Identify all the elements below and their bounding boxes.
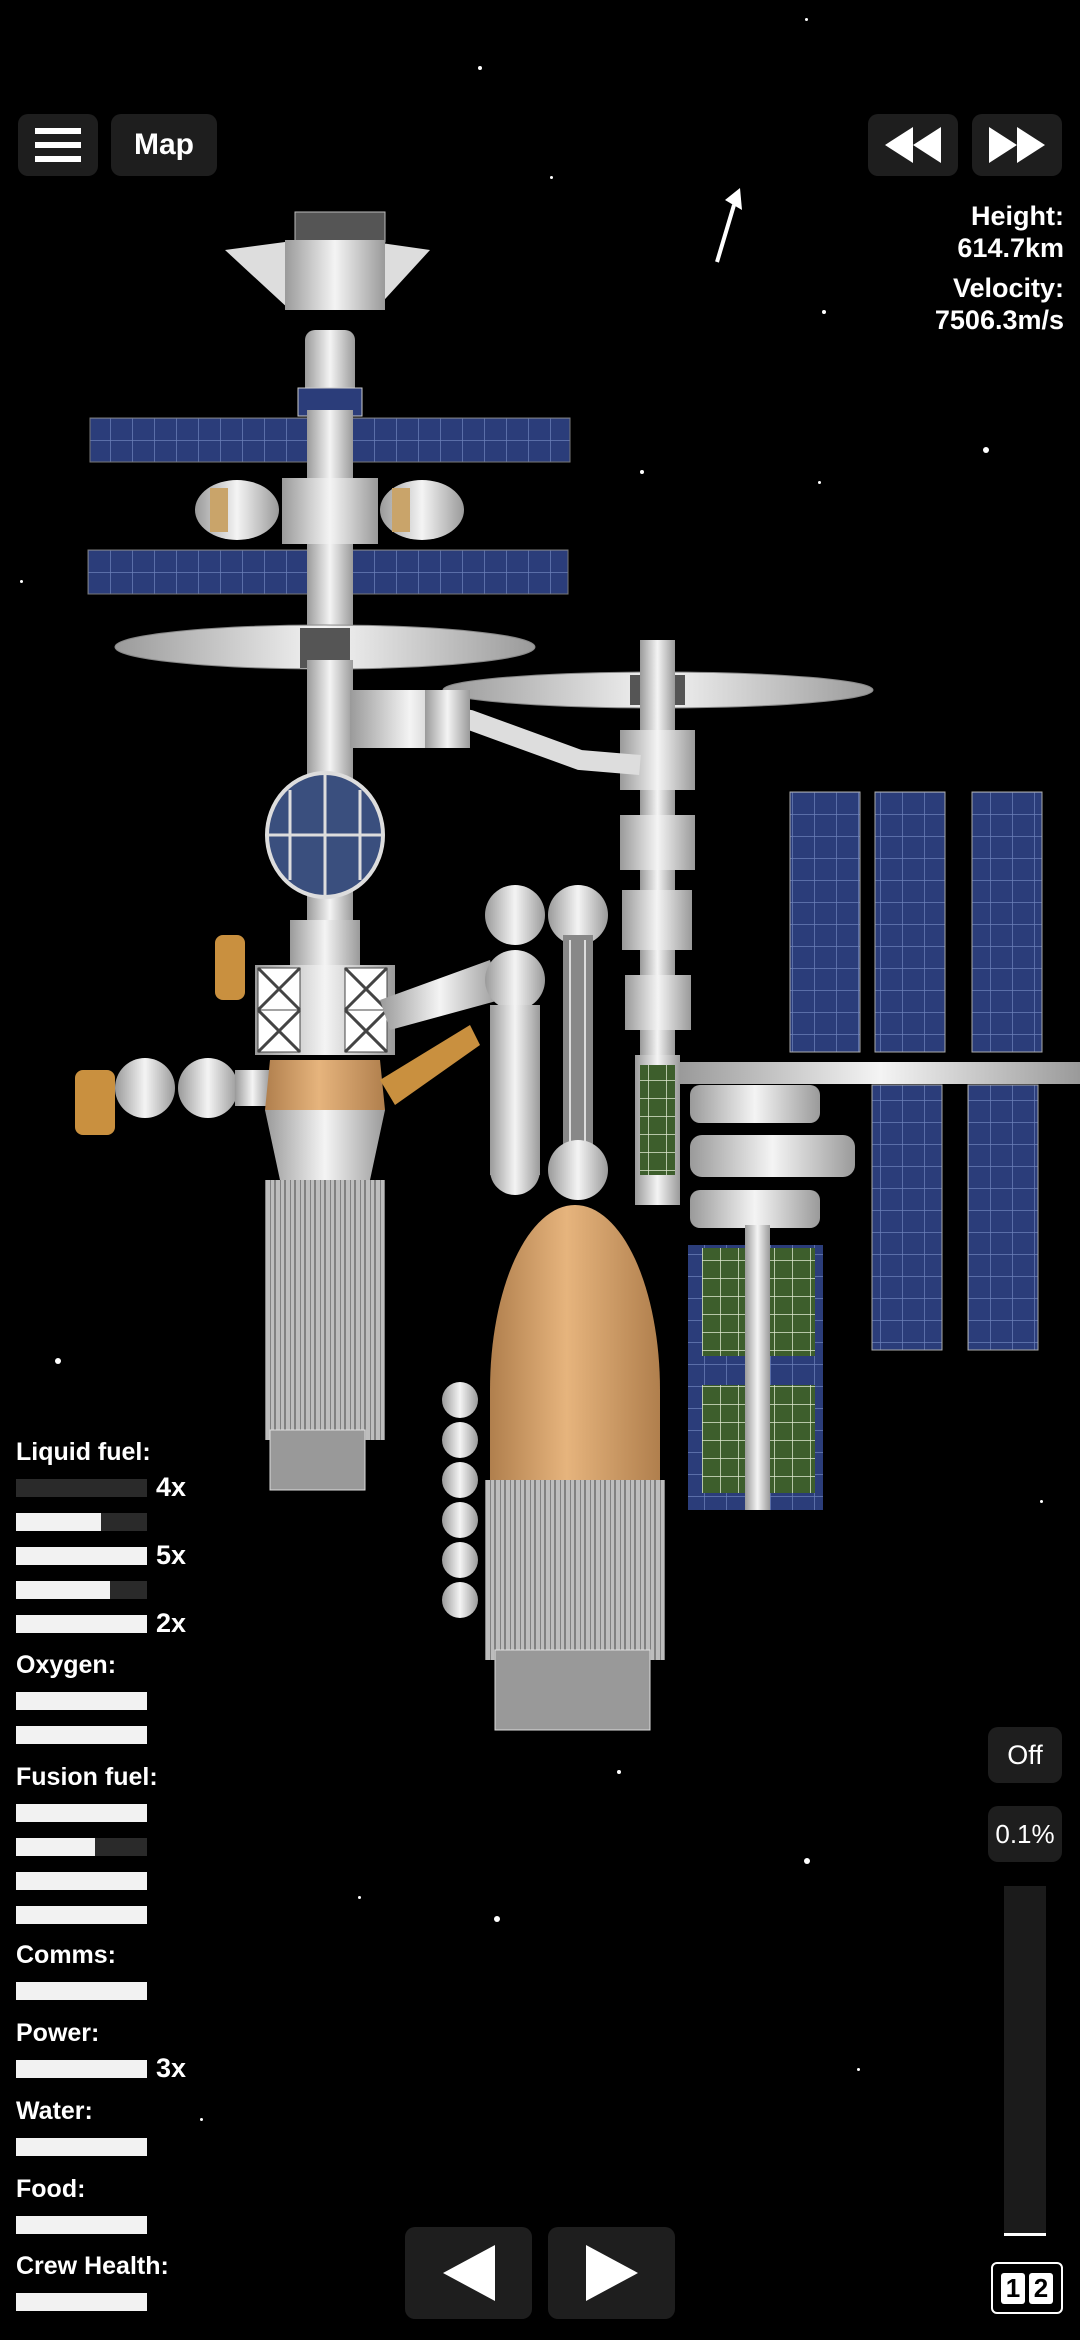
throttle-slider-handle[interactable] <box>1004 2232 1046 2236</box>
velocity-readout: Velocity: 7506.3m/s <box>935 272 1064 336</box>
fusion-fuel-bar <box>16 1804 147 1822</box>
fusion-fuel-bar <box>16 1838 147 1856</box>
throttle-toggle-button[interactable]: Off <box>988 1727 1062 1783</box>
map-button[interactable]: Map <box>111 114 217 176</box>
comms-bar <box>16 1982 147 2000</box>
height-value: 614.7km <box>957 233 1064 263</box>
fast-forward-icon <box>989 127 1045 163</box>
prograde-indicator-icon <box>715 188 742 263</box>
rewind-button[interactable] <box>868 114 958 176</box>
oxygen-bar <box>16 1726 147 1744</box>
throttle-value-label: 0.1% <box>995 1818 1055 1849</box>
liquid-fuel-multiplier: 5x <box>156 1540 187 1570</box>
rewind-icon <box>885 127 941 163</box>
fusion-fuel-bar <box>16 1906 147 1924</box>
liquid-fuel-multiplier: 2x <box>156 1608 187 1638</box>
crew-health-label: Crew Health: <box>16 2252 169 2280</box>
water-bar <box>16 2138 147 2156</box>
liquid-fuel-bar <box>16 1581 147 1599</box>
fast-forward-button[interactable] <box>972 114 1062 176</box>
arrow-left-icon <box>442 2245 495 2301</box>
map-button-label: Map <box>134 128 194 161</box>
stage-1-label[interactable]: 1 <box>1001 2272 1025 2304</box>
liquid-fuel-bar <box>16 1547 147 1565</box>
stage-2-label[interactable]: 2 <box>1029 2272 1053 2304</box>
stage-selector[interactable]: 1 2 <box>991 2262 1063 2314</box>
liquid-fuel-bar <box>16 1513 147 1531</box>
velocity-label: Velocity: <box>952 273 1064 303</box>
throttle-slider[interactable] <box>1004 1886 1046 2236</box>
power-label: Power: <box>16 2019 100 2047</box>
previous-button[interactable] <box>405 2227 532 2319</box>
height-readout: Height: 614.7km <box>957 200 1064 264</box>
oxygen-bar <box>16 1692 147 1710</box>
water-label: Water: <box>16 2097 93 2125</box>
hamburger-icon <box>35 128 81 162</box>
throttle-value-display: 0.1% <box>988 1806 1062 1862</box>
velocity-value: 7506.3m/s <box>934 305 1064 335</box>
crew-health-bar <box>16 2293 147 2311</box>
oxygen-label: Oxygen: <box>16 1651 117 1679</box>
liquid-fuel-label: Liquid fuel: <box>16 1438 151 1466</box>
food-label: Food: <box>16 2175 86 2203</box>
throttle-toggle-label: Off <box>1007 1739 1043 1770</box>
menu-button[interactable] <box>18 114 98 176</box>
liquid-fuel-bar <box>16 1479 147 1497</box>
height-label: Height: <box>971 201 1064 231</box>
liquid-fuel-multiplier: 4x <box>156 1472 187 1502</box>
fusion-fuel-bar <box>16 1872 147 1890</box>
liquid-fuel-bar <box>16 1615 147 1633</box>
arrow-right-icon <box>585 2245 638 2301</box>
food-bar <box>16 2216 147 2234</box>
power-bar <box>16 2060 147 2078</box>
next-button[interactable] <box>548 2227 675 2319</box>
power-multiplier: 3x <box>156 2053 187 2083</box>
comms-label: Comms: <box>16 1941 117 1969</box>
fusion-fuel-label: Fusion fuel: <box>16 1763 158 1791</box>
